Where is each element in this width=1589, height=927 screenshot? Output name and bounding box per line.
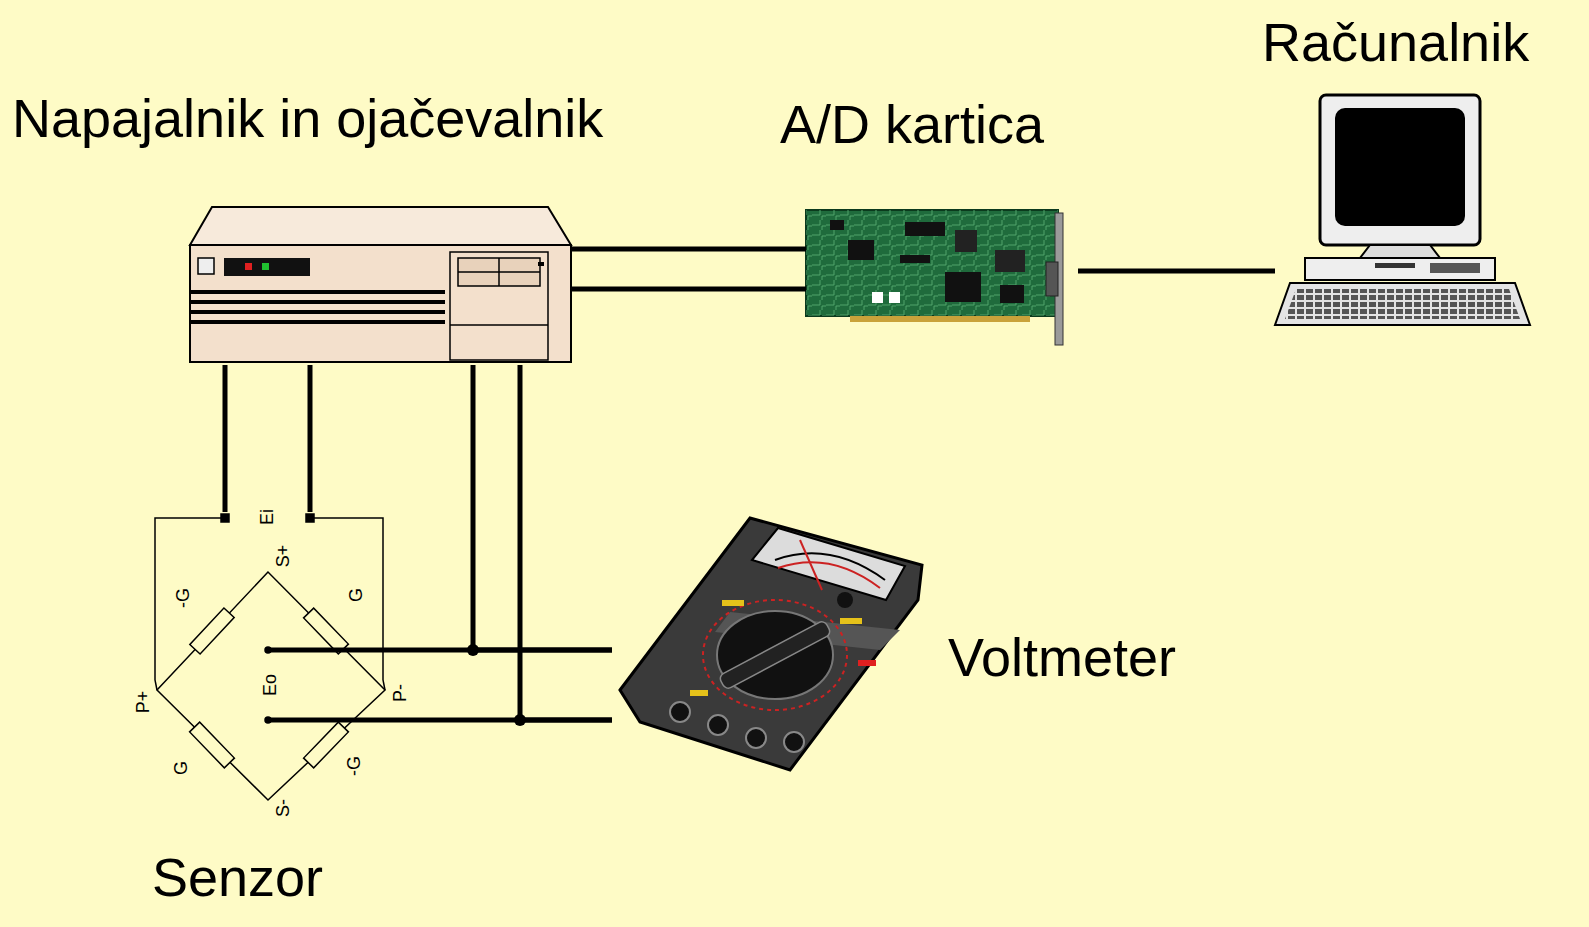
wire [473,365,612,650]
device-heading: Senzor [152,845,323,910]
bridge-label: P+ [134,689,152,716]
bridge-label: Eo [261,672,279,698]
wire [572,249,806,250]
device-heading: A/D kartica [780,92,1044,157]
bridge-label: G [172,759,190,777]
wire [520,365,612,720]
bridge-label: P- [391,682,409,704]
device-heading: Napajalnik in ojačevalnik [12,86,603,151]
wire [310,365,311,512]
ad-card: A/D kartica [806,210,1078,347]
device-heading: Računalnik [1262,10,1529,75]
bridge-label: S- [274,797,292,819]
bridge-label: -G [345,754,363,778]
bridge-label: S+ [274,543,292,570]
ad-card [806,210,1063,345]
bridge-sensor [155,514,395,800]
voltmeter: Voltmeter [612,515,937,780]
device-heading: Voltmeter [948,625,1176,690]
power-supply-amplifier: Napajalnik in ojačevalnik [190,205,572,365]
power-supply [190,207,571,362]
wire [572,289,806,290]
wire [225,365,226,512]
bridge-label: Ei [258,507,276,527]
bridge-label: -G [174,586,192,610]
computer [1275,95,1530,325]
bridge-label: G [347,586,365,604]
wire [1078,271,1275,272]
computer: Računalnik [1275,95,1533,332]
voltmeter [620,518,922,770]
